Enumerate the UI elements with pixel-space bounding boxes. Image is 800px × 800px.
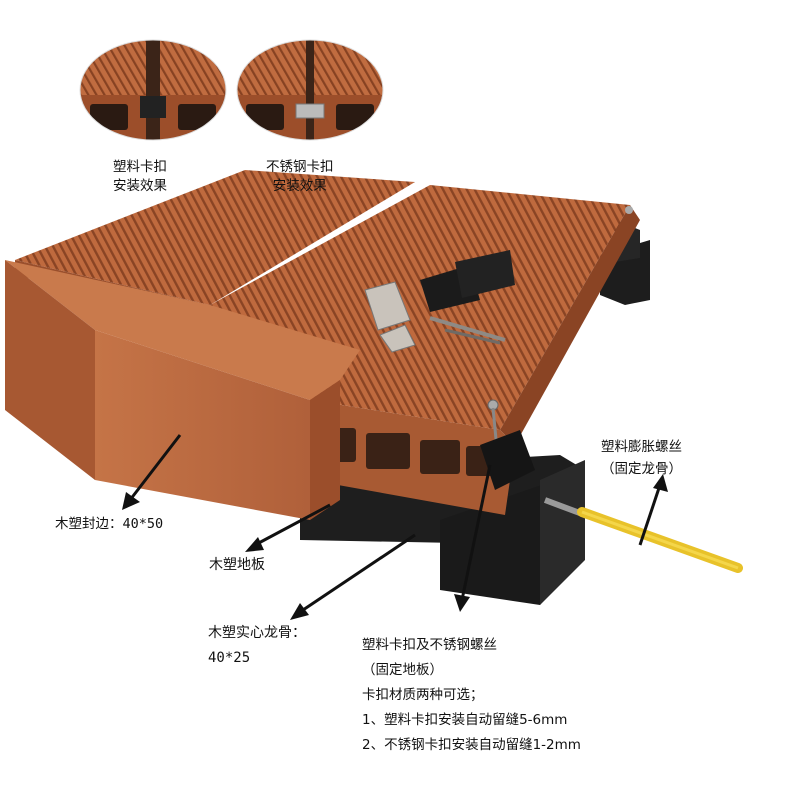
note-line: 塑料卡扣及不锈钢螺丝 (362, 637, 497, 653)
note-line: 1、塑料卡扣安装自动留缝5-6mm (362, 712, 568, 728)
note-line: 卡扣材质两种可选； (362, 687, 484, 703)
caption-plastic-clip: 塑料卡扣 安装效果 (113, 159, 167, 194)
label-edge-trim: 木塑封边：40*50 (55, 516, 164, 532)
caption-steel-clip: 不锈钢卡扣 安装效果 (266, 159, 334, 194)
plastic-expansion-anchor (577, 507, 743, 573)
label-solid-joist: 木塑实心龙骨： 40*25 (208, 625, 306, 666)
note-line: （固定地板） (362, 662, 443, 678)
clip-notes: 塑料卡扣及不锈钢螺丝 （固定地板） 卡扣材质两种可选； 1、塑料卡扣安装自动留缝… (362, 633, 581, 758)
arrow-clip (454, 464, 492, 612)
deck-board-profile (310, 400, 515, 515)
arrow-deck-board (245, 503, 331, 552)
edge-trim-block (5, 260, 360, 520)
pointer-arrows (122, 434, 668, 620)
steel-clip-closeup (236, 39, 384, 141)
arrow-joist (290, 533, 416, 620)
note-line: 2、不锈钢卡扣安装自动留缝1-2mm (362, 737, 581, 753)
arrow-edge-trim (122, 434, 182, 510)
plastic-clip-closeup (79, 39, 227, 141)
label-deck-board: 木塑地板 (209, 557, 265, 573)
arrow-anchor (638, 474, 668, 546)
clips-and-screws (364, 206, 633, 518)
label-expansion-screw: 塑料膨胀螺丝 （固定龙骨） (601, 439, 682, 477)
